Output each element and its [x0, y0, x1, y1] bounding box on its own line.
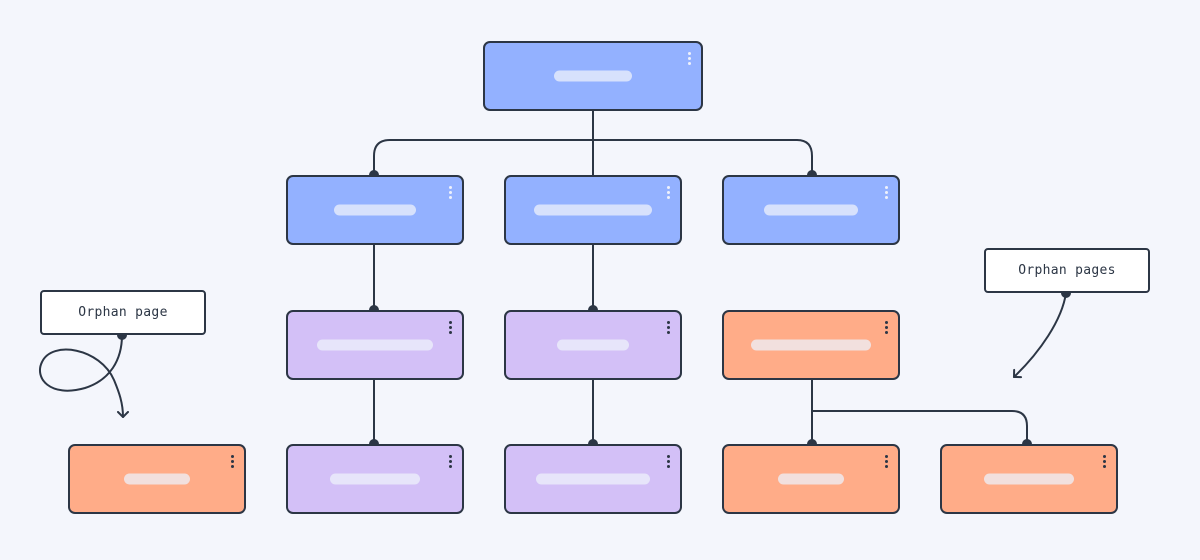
node-level1-center[interactable]	[504, 175, 682, 245]
more-options-icon[interactable]	[449, 321, 453, 337]
node-label-placeholder	[124, 473, 190, 485]
node-label-placeholder	[557, 339, 629, 351]
callout-arrow-left	[39, 334, 129, 418]
more-options-icon[interactable]	[667, 455, 671, 471]
node-level2-right-orphan[interactable]	[722, 310, 900, 380]
node-label-placeholder	[778, 473, 844, 485]
node-label-placeholder	[534, 204, 652, 216]
more-options-icon[interactable]	[449, 455, 453, 471]
node-label-placeholder	[536, 473, 650, 485]
more-options-icon[interactable]	[667, 321, 671, 337]
node-label-placeholder	[764, 204, 858, 216]
more-options-icon[interactable]	[231, 455, 235, 471]
more-options-icon[interactable]	[885, 455, 889, 471]
more-options-icon[interactable]	[667, 186, 671, 202]
node-level3-right-orphan-2[interactable]	[940, 444, 1118, 514]
orphan-pages-callout: Orphan pages	[984, 248, 1150, 293]
node-label-placeholder	[751, 339, 871, 351]
more-options-icon[interactable]	[885, 186, 889, 202]
node-level3-center[interactable]	[504, 444, 682, 514]
node-label-placeholder	[334, 204, 416, 216]
node-level1-left[interactable]	[286, 175, 464, 245]
orphan-page-callout: Orphan page	[40, 290, 206, 335]
more-options-icon[interactable]	[885, 321, 889, 337]
node-root[interactable]	[483, 41, 703, 111]
connector-root-to-left	[373, 139, 594, 176]
node-label-placeholder	[330, 473, 420, 485]
node-level1-right[interactable]	[722, 175, 900, 245]
node-level2-center[interactable]	[504, 310, 682, 380]
node-level2-left[interactable]	[286, 310, 464, 380]
callout-arrow-right	[1013, 292, 1067, 379]
node-level3-right-orphan-1[interactable]	[722, 444, 900, 514]
connector-orphan-branch	[811, 410, 1028, 445]
node-label-placeholder	[554, 70, 632, 82]
node-level3-left[interactable]	[286, 444, 464, 514]
more-options-icon[interactable]	[1103, 455, 1107, 471]
node-label-placeholder	[984, 473, 1074, 485]
more-options-icon[interactable]	[688, 52, 692, 68]
node-label-placeholder	[317, 339, 433, 351]
node-level3-orphan-far-left[interactable]	[68, 444, 246, 514]
connector-root-to-right	[592, 139, 813, 176]
more-options-icon[interactable]	[449, 186, 453, 202]
